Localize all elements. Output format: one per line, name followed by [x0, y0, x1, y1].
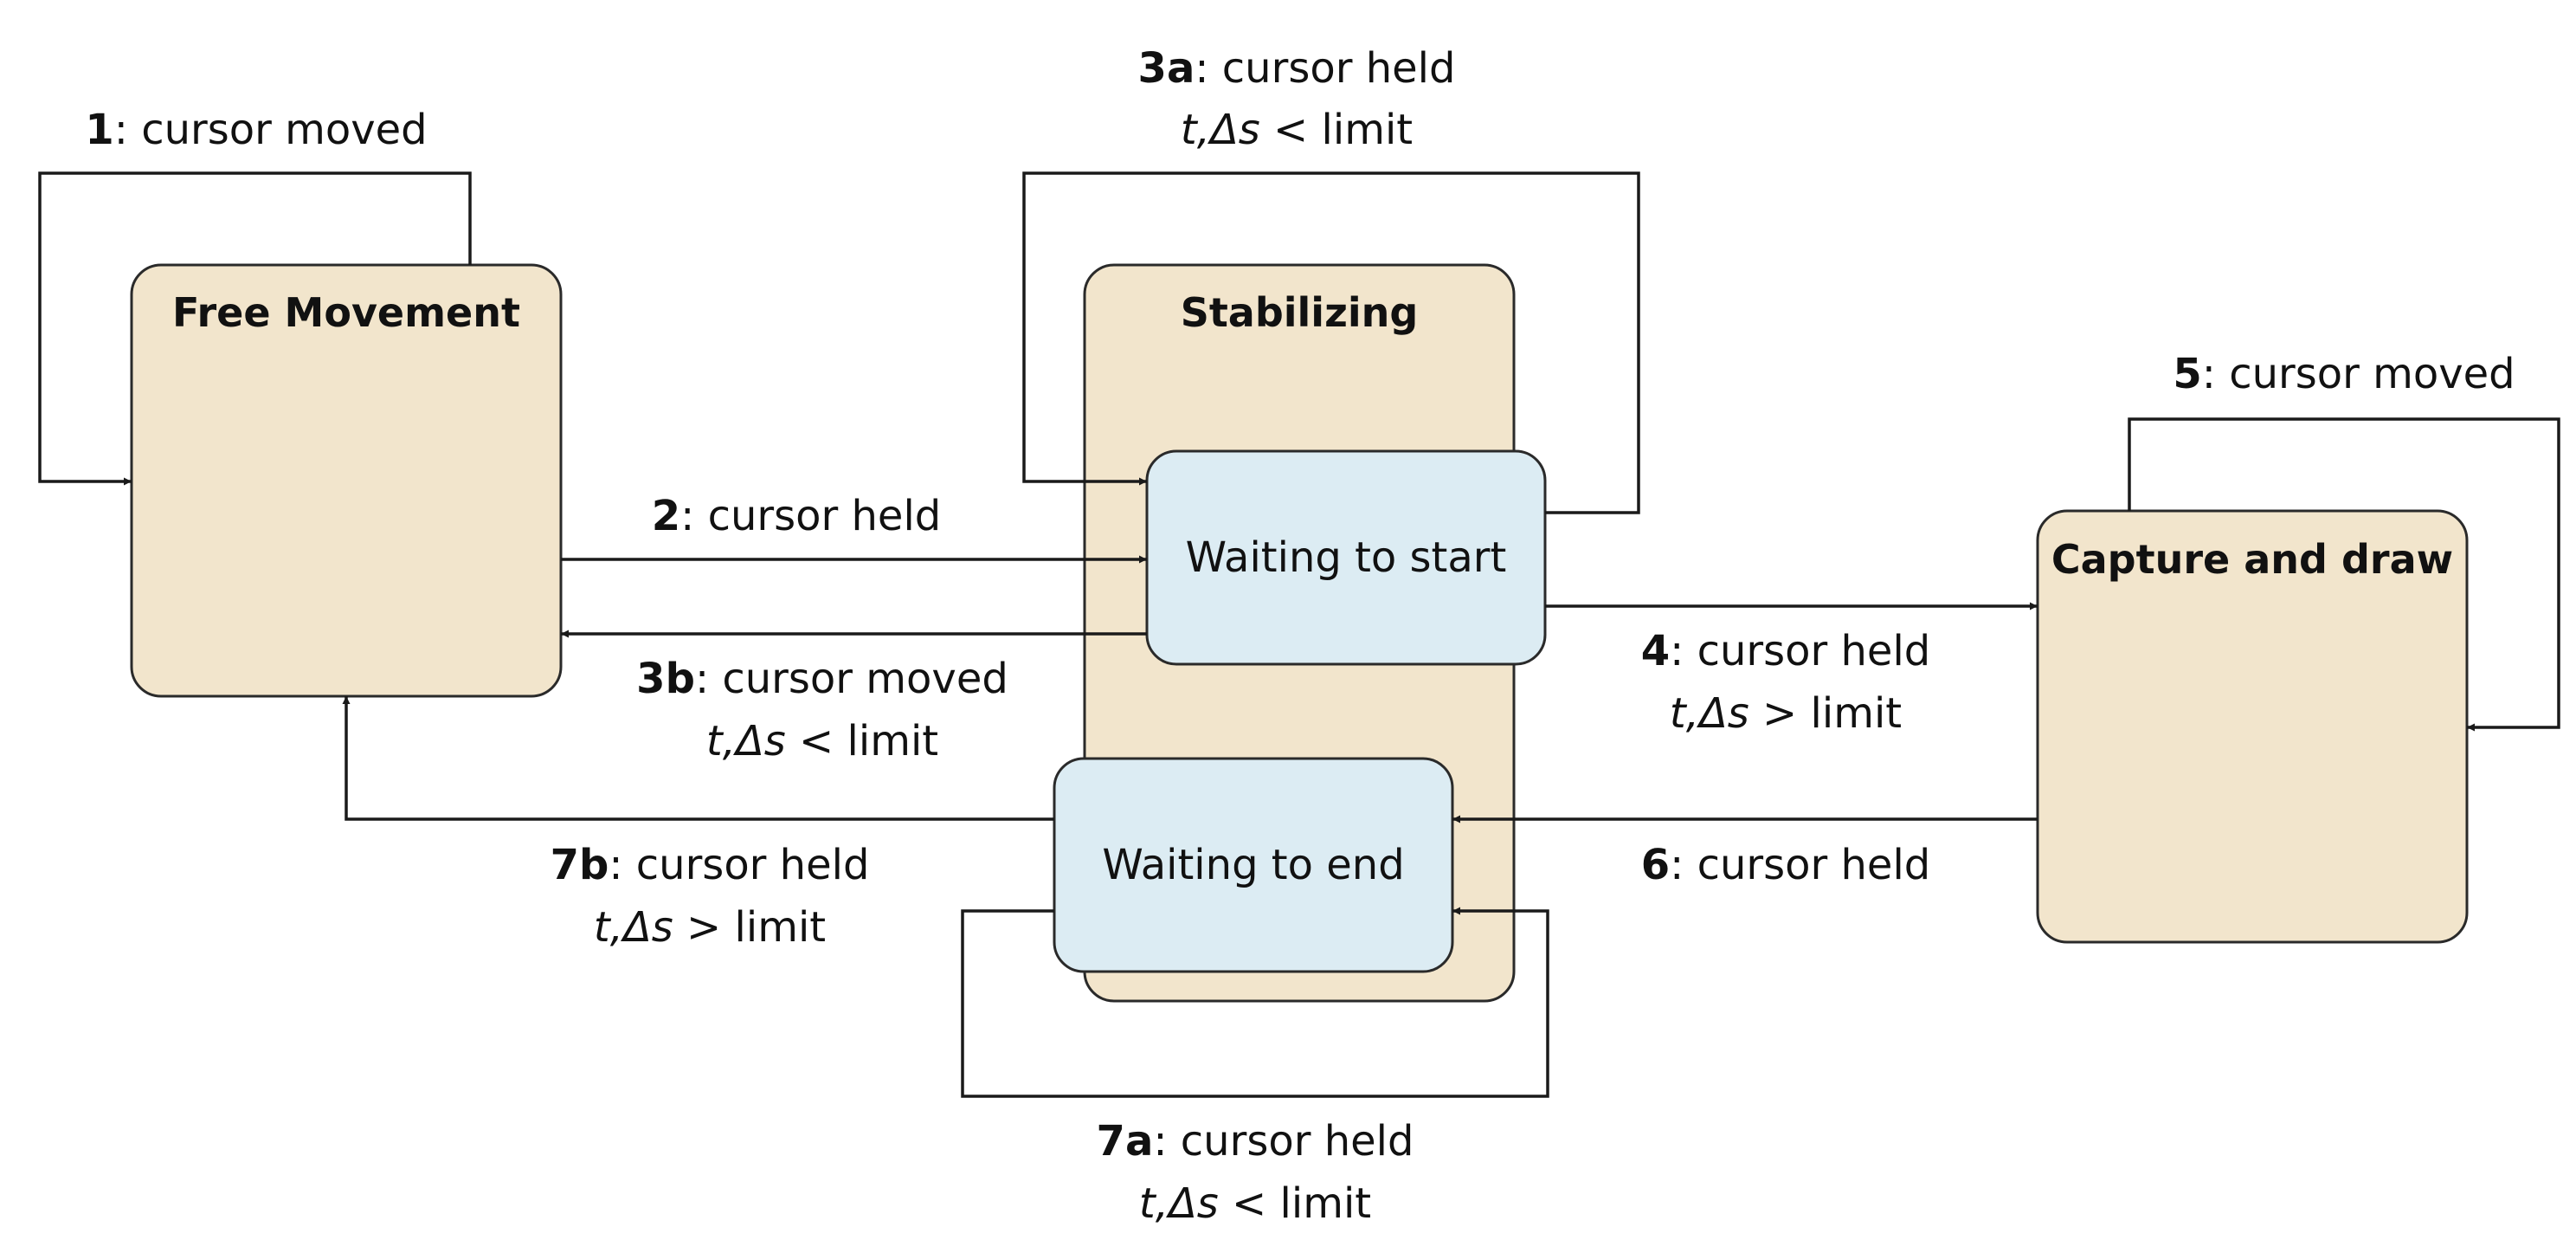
transition-4-label: 4: cursor held [1641, 627, 1931, 675]
transition-3a-condition: t,Δs < limit [1181, 106, 1413, 154]
capture-and-draw-title: Capture and draw [2051, 536, 2453, 583]
transition-4-condition: t,Δs > limit [1670, 689, 1902, 738]
transition-7a-label: 7a: cursor held [1097, 1117, 1414, 1166]
stabilizing-title: Stabilizing [1181, 289, 1419, 336]
waiting-to-end-substate [1053, 757, 1454, 973]
transition-7b-condition: t,Δs > limit [594, 903, 826, 952]
waiting-to-start-label: Waiting to start [1186, 533, 1507, 582]
transition-6-label: 6: cursor held [1641, 841, 1931, 889]
transition-3b-condition: t,Δs < limit [706, 717, 938, 765]
transition-2-label: 2: cursor held [652, 492, 942, 540]
transition-1-label: 1: cursor moved [85, 106, 427, 154]
transition-3a-label: 3a: cursor held [1138, 44, 1456, 93]
transition-5-label: 5: cursor moved [2173, 350, 2515, 398]
free-movement-title: Free Movement [172, 289, 520, 336]
transition-7b-arrow [342, 696, 1054, 821]
transition-3a-arrow [1022, 171, 1640, 514]
waiting-to-start-substate [1145, 449, 1547, 666]
transition-7a-condition: t,Δs < limit [1139, 1179, 1371, 1228]
transition-7b-label: 7b: cursor held [551, 841, 870, 889]
transition-1-arrow [38, 171, 472, 486]
transition-5-arrow [2128, 417, 2560, 732]
transition-3b-label: 3b: cursor moved [636, 655, 1008, 703]
waiting-to-end-label: Waiting to end [1102, 841, 1404, 889]
transition-7a-arrow [961, 907, 1549, 1098]
